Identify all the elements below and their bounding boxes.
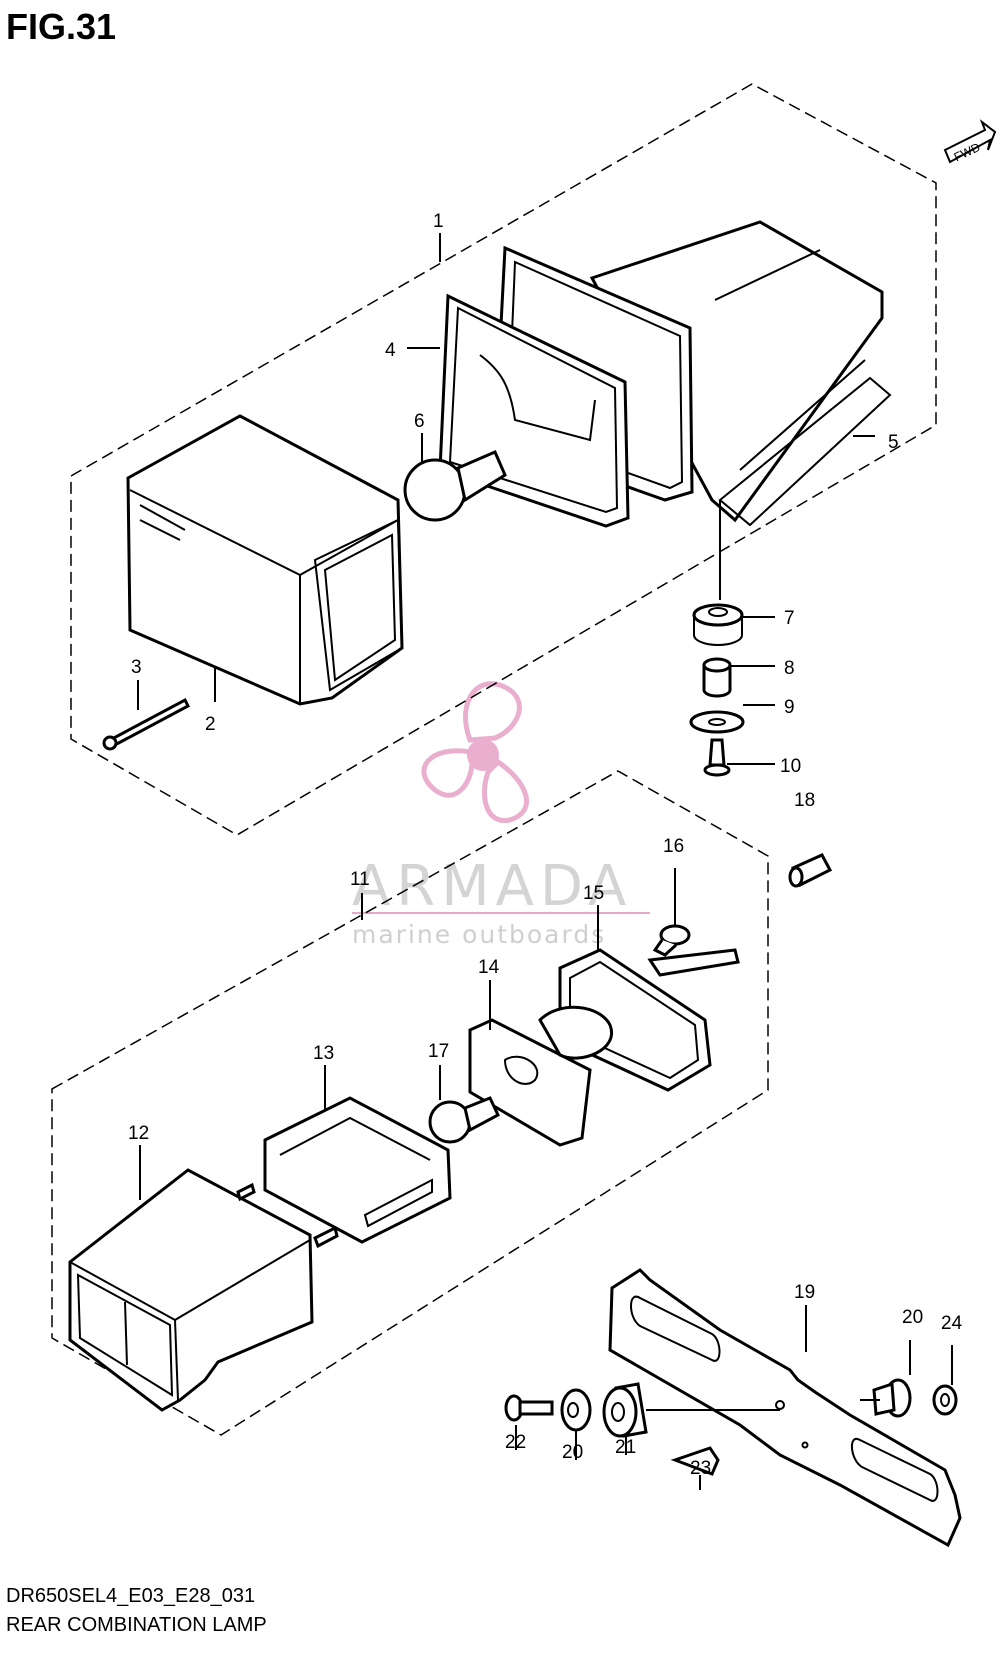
part-13-lens xyxy=(263,1096,452,1244)
diagram-name: REAR COMBINATION LAMP xyxy=(6,1614,267,1636)
part-5-housing xyxy=(589,220,892,527)
callout-20-left: 20 xyxy=(562,1442,583,1463)
callout-19: 19 xyxy=(794,1282,815,1303)
callout-14: 14 xyxy=(478,957,500,978)
watermark-tagline: marine outboards xyxy=(352,920,606,949)
callout-15: 15 xyxy=(583,883,604,904)
callout-7: 7 xyxy=(784,608,795,629)
part-22-screw xyxy=(504,1394,554,1422)
callout-24: 24 xyxy=(941,1313,963,1334)
armada-logo xyxy=(421,681,529,823)
callout-1: 1 xyxy=(433,211,444,232)
callout-10: 10 xyxy=(780,756,801,777)
part-8-collar xyxy=(702,657,732,698)
part-20-bushing-right xyxy=(872,1378,912,1418)
callout-12: 12 xyxy=(128,1123,149,1144)
part-23-clip xyxy=(670,1446,720,1476)
callout-5: 5 xyxy=(888,432,899,453)
part-20-washer-left xyxy=(560,1388,592,1432)
part-7-grommet xyxy=(692,603,744,646)
callout-9: 9 xyxy=(784,697,795,718)
part-6-bulb xyxy=(403,450,507,522)
fwd-arrow-icon: FWD xyxy=(943,119,997,164)
upper-assembly-boundary xyxy=(70,83,937,836)
callout-3: 3 xyxy=(131,657,142,678)
callout-4: 4 xyxy=(385,340,396,361)
part-16-grommet xyxy=(652,924,691,957)
callout-20-right: 20 xyxy=(902,1307,923,1328)
part-3-screw xyxy=(102,697,190,751)
callout-21: 21 xyxy=(615,1437,636,1458)
part-17-bulb xyxy=(428,1096,500,1144)
diagram-code: DR650SEL4_E03_E28_031 xyxy=(6,1585,256,1607)
callout-18: 18 xyxy=(794,790,815,811)
part-21-bushing xyxy=(602,1382,648,1438)
callout-11: 11 xyxy=(350,869,370,890)
part-9-washer xyxy=(689,710,745,734)
callout-6: 6 xyxy=(414,411,425,432)
part-12-housing xyxy=(68,1168,339,1412)
callout-2: 2 xyxy=(205,714,216,735)
callout-17: 17 xyxy=(428,1041,449,1062)
callout-8: 8 xyxy=(784,658,795,679)
part-24-nut xyxy=(932,1384,958,1416)
callout-16: 16 xyxy=(663,836,684,857)
callout-22: 22 xyxy=(505,1432,526,1453)
leader-lines xyxy=(137,233,953,1490)
callout-13: 13 xyxy=(313,1043,334,1064)
part-10-screw xyxy=(703,738,731,777)
lower-assembly-boundary xyxy=(51,770,769,1436)
figure-title: FIG.31 xyxy=(6,6,117,47)
callout-23: 23 xyxy=(690,1458,711,1479)
part-18-collar xyxy=(788,853,833,888)
part-19-bracket xyxy=(608,1268,962,1548)
part-14-plate xyxy=(468,1005,614,1147)
watermark-brand: ARMADA xyxy=(352,854,632,919)
part-2-lens xyxy=(126,414,404,706)
